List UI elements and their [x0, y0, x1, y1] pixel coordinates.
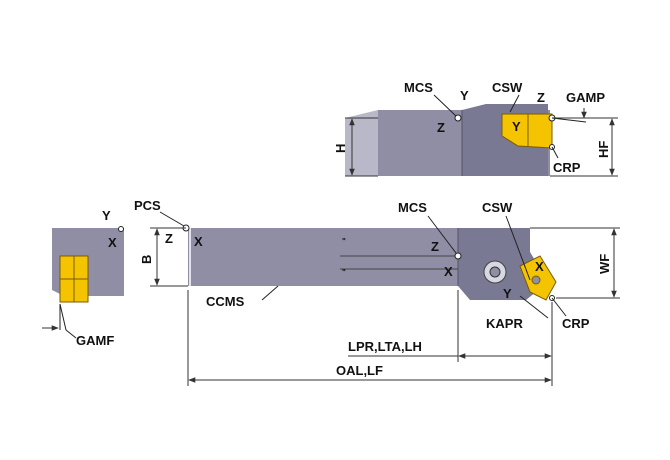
side-view-y-label: Y	[102, 208, 111, 223]
main-view-csw-y-label: Y	[503, 286, 512, 301]
top-view-mcs-label: MCS	[404, 80, 433, 95]
main-view-pcs-x-label: X	[194, 234, 203, 249]
main-view-csw-leader	[505, 215, 531, 281]
main-view-screw-inner	[489, 266, 501, 278]
main-view-mcs-x-label: X	[444, 264, 453, 279]
side-view-point	[118, 226, 124, 232]
main-view-tick-1: "	[342, 237, 346, 246]
top-view-hf-label: HF	[596, 141, 611, 158]
main-view-pcs-label: PCS	[134, 198, 161, 213]
top-view-csw-z-label: Z	[537, 90, 545, 105]
top-view-shank-left-fade	[345, 110, 378, 176]
top-view: MCS Y Z CSW Z Y GAMP CRP H HF	[333, 80, 618, 177]
top-view-gamp-label: GAMP	[566, 90, 605, 105]
main-view-crp-label: CRP	[562, 316, 590, 331]
main-view-kapr-label: KAPR	[486, 316, 523, 331]
top-view-csw-leader	[509, 94, 520, 113]
top-view-csw-y-label: Y	[512, 119, 521, 134]
main-view-mcs-leader	[427, 215, 457, 254]
top-view-gamp-line	[551, 117, 587, 123]
top-view-h-label: H	[333, 144, 348, 153]
main-view-pcs-leader	[159, 211, 185, 227]
top-view-mcs-point	[454, 114, 462, 122]
main-view: " " PCS Z X B CCMS MCS Z X CSW X Y WF KA…	[134, 198, 620, 386]
side-view: Y X GAMF	[42, 208, 124, 348]
side-view-gamf-line-2	[59, 303, 67, 331]
top-view-crp-label: CRP	[553, 160, 581, 175]
main-view-ccms-leader	[261, 285, 279, 301]
top-view-y-label: Y	[460, 88, 469, 103]
main-view-tick-2: "	[342, 268, 346, 277]
main-view-wf-label: WF	[597, 254, 612, 274]
side-view-gamf-label: GAMF	[76, 333, 114, 348]
main-view-crp-leader	[551, 297, 567, 317]
main-view-kapr-line	[519, 295, 549, 319]
main-view-b-label: B	[139, 255, 154, 264]
main-view-csw-x-label: X	[535, 259, 544, 274]
top-view-mcs-leader	[433, 94, 457, 117]
side-view-gamf-leader	[65, 329, 77, 339]
main-view-pcs-z-label: Z	[165, 231, 173, 246]
side-view-x-label: X	[108, 235, 117, 250]
top-view-z-label: Z	[437, 120, 445, 135]
top-view-insert	[501, 113, 553, 149]
main-view-shank	[188, 228, 458, 286]
main-view-lpr-label: LPR,LTA,LH	[348, 339, 422, 354]
main-view-csw-label: CSW	[482, 200, 513, 215]
main-view-insert-hole	[531, 275, 541, 285]
main-view-oal-label: OAL,LF	[336, 363, 383, 378]
main-view-mcs-label: MCS	[398, 200, 427, 215]
main-view-mcs-z-label: Z	[431, 239, 439, 254]
top-view-csw-label: CSW	[492, 80, 523, 95]
main-view-ccms-label: CCMS	[206, 294, 245, 309]
top-view-crp-leader	[551, 146, 559, 159]
main-view-mcs-point	[454, 252, 462, 260]
